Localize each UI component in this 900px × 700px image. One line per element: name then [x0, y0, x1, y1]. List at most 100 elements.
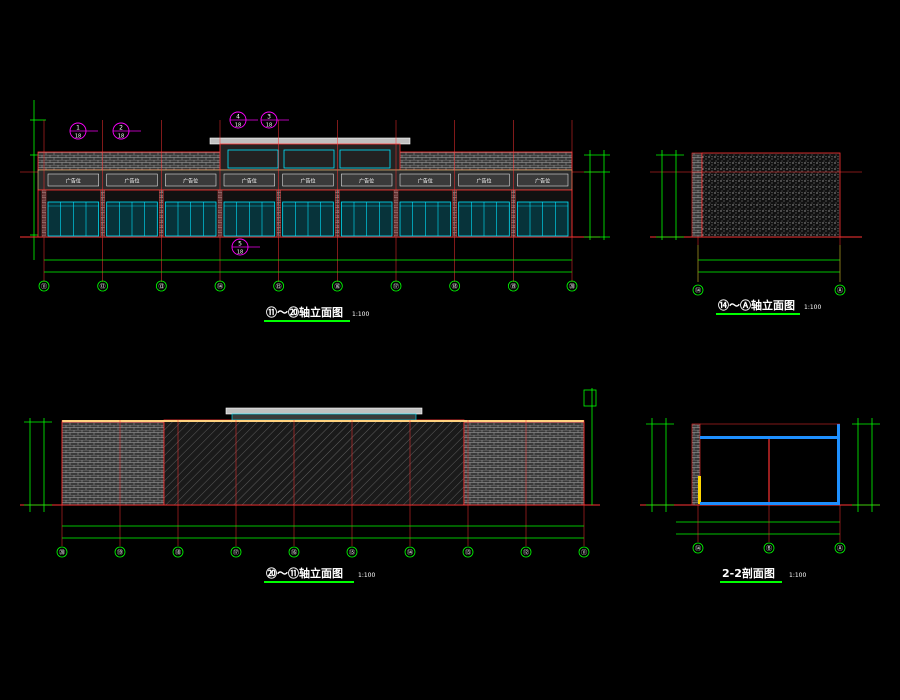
- rear-axis-label: ⑪: [581, 549, 587, 557]
- section-left-wall: [691, 423, 701, 506]
- rear-axis-label: ⑯: [291, 549, 297, 557]
- rear-pavilion-roof: [225, 407, 423, 415]
- detail-callout: 218: [112, 122, 141, 140]
- shop-sign-label: 广告位: [535, 178, 550, 185]
- front-axis-bubble: [38, 280, 50, 292]
- rear-elevation-scale: 1:100: [358, 572, 375, 579]
- side-bottom-dimension: [697, 245, 841, 282]
- callout-sheet: 18: [118, 134, 124, 140]
- section-door-mark: [698, 476, 701, 504]
- side-axis-label: ⑭: [695, 287, 701, 295]
- section-scale: 1:100: [789, 572, 806, 579]
- rear-center-hatch: [163, 419, 465, 506]
- front-right-dimension: [584, 150, 610, 240]
- rear-axis-bubble: [346, 546, 358, 558]
- callout-sheet: 18: [237, 250, 243, 256]
- storefront-glazing: [164, 201, 217, 237]
- front-pavilion-windows: [227, 149, 391, 169]
- rear-axis-bubble: [56, 546, 68, 558]
- front-axis-label: ⑭: [217, 283, 223, 291]
- storefront-glazing: [399, 201, 452, 237]
- front-axis-bubble: [273, 280, 285, 292]
- front-elevation-scale: 1:100: [352, 311, 369, 318]
- front-pavilion: [219, 143, 401, 171]
- front-axis-label: ⑱: [452, 283, 458, 291]
- front-axis-label: ⑬: [158, 283, 164, 291]
- section-right-wall: [837, 424, 840, 505]
- rear-axis-bubble: [288, 546, 300, 558]
- shop-sign-board: [399, 173, 451, 187]
- front-axis-label: ⑰: [393, 283, 399, 291]
- rear-left-dimension: [24, 418, 52, 512]
- rear-axis-label: ⑬: [465, 549, 471, 557]
- storefront-glazing: [516, 201, 569, 237]
- rear-left-stone: [61, 421, 165, 506]
- side-elevation-title: ⑭～Ⓐ轴立面图: [718, 298, 795, 312]
- shop-sign-label: 广告位: [242, 178, 257, 185]
- front-elevation-title: ⑪～⑳轴立面图: [266, 305, 343, 319]
- section-axis-label: Ⓑ: [766, 545, 772, 553]
- front-axis-label: ⑫: [100, 283, 106, 291]
- front-axis-label: ⑯: [334, 283, 340, 291]
- front-bottom-dimension: [44, 259, 572, 273]
- shop-sign-board: [47, 173, 99, 187]
- storefront-glazing: [282, 201, 334, 237]
- rear-axis-label: ⑫: [523, 549, 529, 557]
- front-axis-bubble: [331, 280, 343, 292]
- section-floor-slab: [700, 502, 840, 505]
- section-axis-bubble: [763, 542, 775, 554]
- section-axis-label: Ⓐ: [837, 545, 843, 553]
- callout-number: 4: [236, 114, 240, 121]
- shop-sign-label: 广告位: [359, 178, 374, 185]
- rear-axis-label: ⑮: [349, 549, 355, 557]
- rear-cap-top: [62, 420, 584, 422]
- side-axis-label: Ⓐ: [837, 287, 843, 295]
- shop-sign-label: 广告位: [183, 178, 198, 185]
- shop-sign-label: 广告位: [124, 178, 139, 185]
- section-axis-bubble: [834, 542, 846, 554]
- shop-sign-label: 广告位: [476, 178, 491, 185]
- rear-axis-label: ⑱: [175, 549, 181, 557]
- front-axis-bubble: [97, 280, 109, 292]
- front-axis-label: ⑲: [510, 283, 516, 291]
- front-axis-bubble: [449, 280, 461, 292]
- storefront-glazing: [47, 201, 100, 237]
- rear-axis-bubble: [578, 546, 590, 558]
- front-axis-bubble: [566, 280, 578, 292]
- storefront-glazing: [340, 201, 393, 237]
- shop-sign-label: 广告位: [418, 178, 433, 185]
- shop-sign-board: [458, 173, 510, 187]
- section-title: 2-2剖面图: [722, 566, 775, 580]
- rear-axis-bubble: [114, 546, 126, 558]
- side-axis-bubble: [692, 284, 704, 296]
- rear-axis-bubble: [520, 546, 532, 558]
- front-axis-bubble: [155, 280, 167, 292]
- section-right-dimension: [852, 418, 880, 512]
- callout-sheet: 18: [235, 123, 241, 129]
- rear-axis-label: ⑰: [233, 549, 239, 557]
- section-left-dimension: [646, 418, 674, 512]
- front-axis-label: ⑮: [276, 283, 282, 291]
- rear-axis-bubble: [230, 546, 242, 558]
- detail-callout: 518: [231, 238, 260, 256]
- front-pavilion-roof: [209, 137, 411, 145]
- detail-callout: 318: [260, 111, 289, 129]
- shop-sign-label: 广告位: [300, 178, 315, 185]
- callout-number: 3: [267, 114, 271, 121]
- shop-sign-board: [282, 173, 334, 187]
- storefront-glazing: [223, 201, 276, 237]
- side-elevation-scale: 1:100: [804, 304, 821, 311]
- section-axis-bubble: [692, 542, 704, 554]
- side-left-dimension: [656, 150, 684, 240]
- rear-elevation-title: ⑳～⑪轴立面图: [266, 566, 343, 580]
- callout-number: 5: [238, 241, 242, 248]
- storefront-glazing: [458, 201, 510, 237]
